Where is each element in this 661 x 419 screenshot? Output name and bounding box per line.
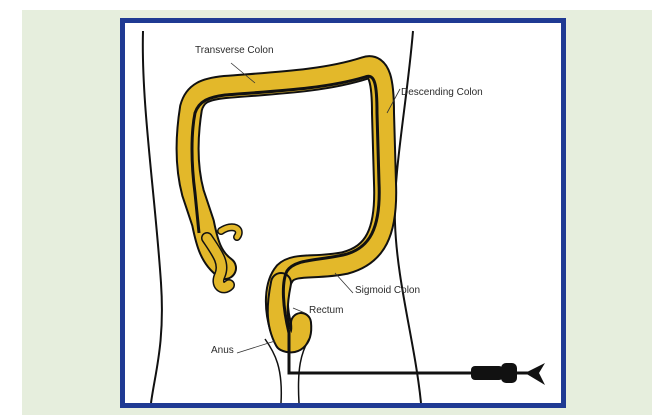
- body-outline-left: [143, 31, 162, 403]
- diagram-frame: Transverse Colon Descending Colon Sigmoi…: [120, 18, 566, 408]
- colon-diagram: [125, 23, 561, 403]
- label-anus: Anus: [211, 345, 234, 356]
- leader-sigmoid: [335, 273, 353, 293]
- scope-handle: [471, 363, 545, 385]
- label-rectum: Rectum: [309, 305, 343, 316]
- label-sigmoid-colon: Sigmoid Colon: [355, 285, 420, 296]
- label-descending-colon: Descending Colon: [401, 87, 483, 98]
- label-transverse-colon: Transverse Colon: [195, 45, 274, 56]
- colon: [188, 67, 386, 342]
- leader-anus: [237, 341, 275, 353]
